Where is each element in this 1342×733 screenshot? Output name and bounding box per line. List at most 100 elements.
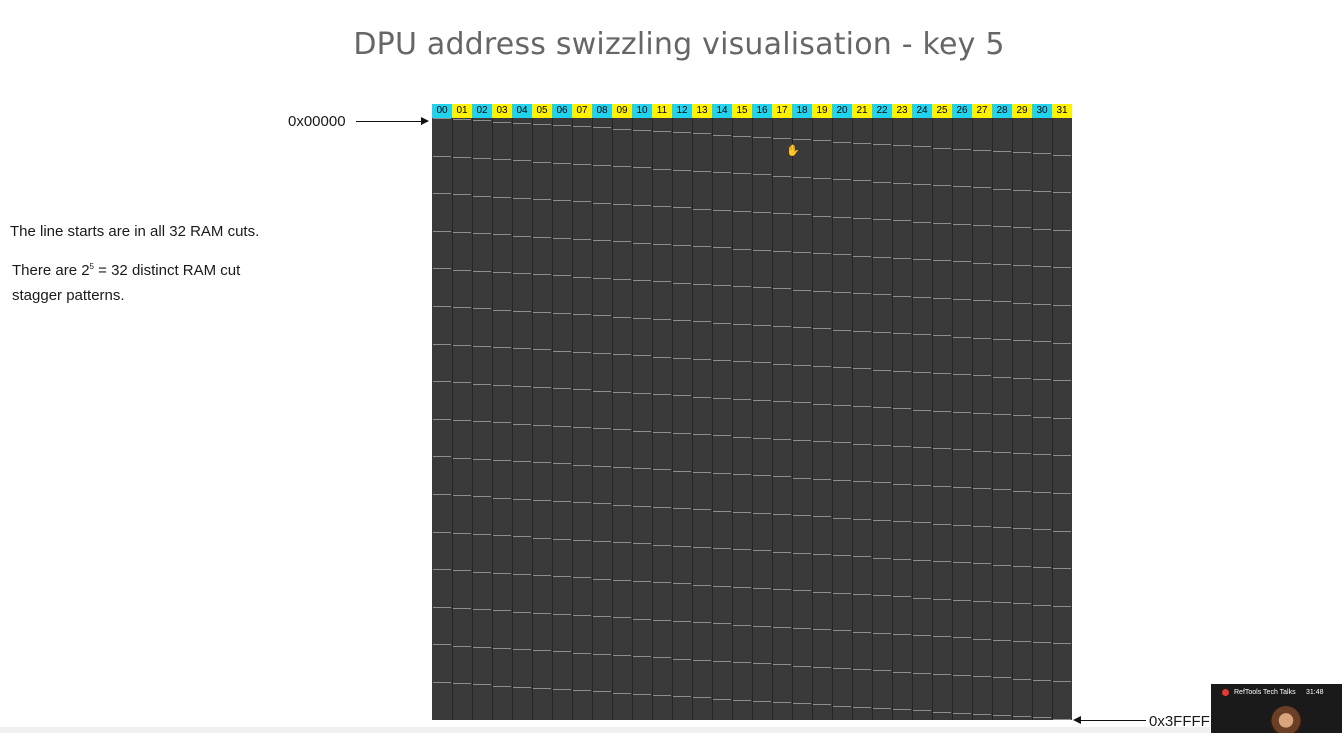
line-start-mark	[433, 494, 451, 495]
line-start-mark	[533, 462, 551, 463]
ram-cut-header-25: 25	[932, 104, 952, 118]
line-start-mark	[953, 224, 971, 225]
line-start-mark	[453, 270, 471, 271]
line-start-mark	[573, 314, 591, 315]
ram-cut-header-30: 30	[1032, 104, 1052, 118]
line-start-mark	[993, 189, 1011, 190]
line-start-mark	[653, 169, 671, 170]
line-start-mark	[533, 199, 551, 200]
line-start-mark	[973, 451, 991, 452]
line-start-mark	[733, 662, 751, 663]
line-start-mark	[1053, 230, 1071, 231]
line-start-mark	[513, 123, 531, 124]
line-start-mark	[493, 310, 511, 311]
line-start-mark	[753, 588, 771, 589]
line-start-mark	[793, 515, 811, 516]
line-start-mark	[953, 487, 971, 488]
line-start-mark	[933, 636, 951, 637]
line-start-mark	[513, 273, 531, 274]
line-start-mark	[693, 397, 711, 398]
line-start-mark	[613, 655, 631, 656]
line-start-mark	[573, 502, 591, 503]
line-start-mark	[693, 509, 711, 510]
line-start-mark	[853, 331, 871, 332]
line-start-mark	[573, 126, 591, 127]
note-line-3: stagger patterns.	[12, 287, 125, 304]
line-start-mark	[673, 508, 691, 509]
line-start-mark	[713, 172, 731, 173]
line-start-mark	[1033, 417, 1051, 418]
line-start-mark	[533, 387, 551, 388]
line-start-mark	[513, 198, 531, 199]
line-start-mark	[813, 140, 831, 141]
line-start-mark	[893, 596, 911, 597]
column-separator	[632, 118, 633, 720]
line-start-mark	[1053, 643, 1071, 644]
column-separator	[932, 118, 933, 720]
line-start-mark	[1013, 378, 1031, 379]
line-start-mark	[453, 458, 471, 459]
end-address-label: 0x3FFFF	[1149, 713, 1210, 730]
line-start-mark	[853, 218, 871, 219]
line-start-mark	[993, 715, 1011, 716]
line-start-mark	[913, 297, 931, 298]
line-start-mark	[693, 321, 711, 322]
line-start-mark	[953, 525, 971, 526]
line-start-mark	[513, 574, 531, 575]
line-start-mark	[733, 625, 751, 626]
line-start-mark	[893, 296, 911, 297]
line-start-mark	[773, 514, 791, 515]
line-start-mark	[833, 142, 851, 143]
line-start-mark	[453, 420, 471, 421]
line-start-mark	[873, 219, 891, 220]
line-start-mark	[953, 412, 971, 413]
line-start-mark	[913, 635, 931, 636]
line-start-mark	[473, 647, 491, 648]
line-start-mark	[973, 714, 991, 715]
line-start-mark	[973, 488, 991, 489]
line-start-mark	[833, 442, 851, 443]
column-separator	[912, 118, 913, 720]
line-start-mark	[473, 534, 491, 535]
line-start-mark	[813, 516, 831, 517]
line-start-mark	[593, 691, 611, 692]
line-start-mark	[813, 441, 831, 442]
ram-cut-header-21: 21	[852, 104, 872, 118]
line-start-mark	[1053, 343, 1071, 344]
line-start-mark	[793, 478, 811, 479]
line-start-mark	[493, 610, 511, 611]
column-separator	[492, 118, 493, 720]
line-start-mark	[933, 260, 951, 261]
line-start-mark	[993, 677, 1011, 678]
column-separator	[772, 118, 773, 720]
line-start-mark	[573, 540, 591, 541]
line-start-mark	[1053, 380, 1071, 381]
line-start-mark	[513, 499, 531, 500]
line-start-mark	[453, 194, 471, 195]
line-start-mark	[673, 320, 691, 321]
line-start-mark	[713, 398, 731, 399]
line-start-mark	[933, 674, 951, 675]
line-start-mark	[673, 358, 691, 359]
line-start-mark	[433, 569, 451, 570]
line-start-mark	[773, 176, 791, 177]
line-start-mark	[953, 675, 971, 676]
line-start-mark	[873, 445, 891, 446]
line-start-mark	[853, 406, 871, 407]
line-start-mark	[693, 547, 711, 548]
line-start-mark	[493, 347, 511, 348]
line-start-mark	[713, 511, 731, 512]
column-separator	[972, 118, 973, 720]
line-start-mark	[1053, 531, 1071, 532]
line-start-mark	[493, 234, 511, 235]
webcam-overlay: RefTools Tech Talks 31:48	[1211, 684, 1342, 733]
line-start-mark	[613, 693, 631, 694]
line-start-mark	[613, 392, 631, 393]
line-start-mark	[713, 623, 731, 624]
line-start-mark	[593, 654, 611, 655]
line-start-mark	[473, 421, 491, 422]
line-start-mark	[773, 251, 791, 252]
column-separator	[672, 118, 673, 720]
line-start-mark	[693, 622, 711, 623]
line-start-mark	[653, 507, 671, 508]
